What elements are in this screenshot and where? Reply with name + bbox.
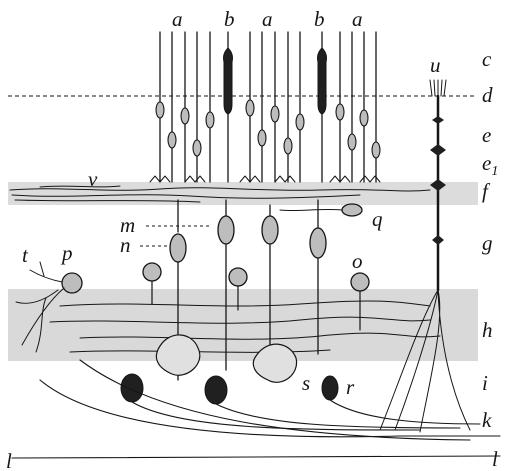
label-e: e [482,123,491,147]
label-r: r [346,375,355,399]
label-q: q [372,207,383,231]
rod-nuclei [156,100,380,158]
label-e1-base: e [482,151,491,175]
label-d: d [482,83,493,107]
label-a-1: a [172,7,183,31]
label-l-left: l [6,449,12,471]
label-s: s [302,371,310,395]
label-o: o [352,249,363,273]
label-a-2: a [262,7,273,31]
label-a-3: a [352,7,363,31]
label-e1: e1 [482,151,498,179]
label-t: t [22,243,29,267]
label-k: k [482,408,492,432]
nerve-fibres [12,360,500,458]
label-u: u [430,53,441,77]
label-f: f [482,179,491,203]
label-b-2: b [314,7,325,31]
label-v: v [88,167,98,191]
outer-plexiform-band [8,182,478,205]
label-l-right: l [492,447,498,471]
label-p: p [60,241,73,265]
horizontal-cell-q [280,204,362,216]
label-n: n [120,233,131,257]
label-c: c [482,47,492,71]
label-g: g [482,231,493,255]
label-b-1: b [224,7,235,31]
label-h: h [482,318,493,342]
label-i: i [482,371,488,395]
inner-plexiform-band [8,289,478,361]
label-e1-sub: 1 [491,164,498,179]
mueller-fibre [380,80,470,432]
